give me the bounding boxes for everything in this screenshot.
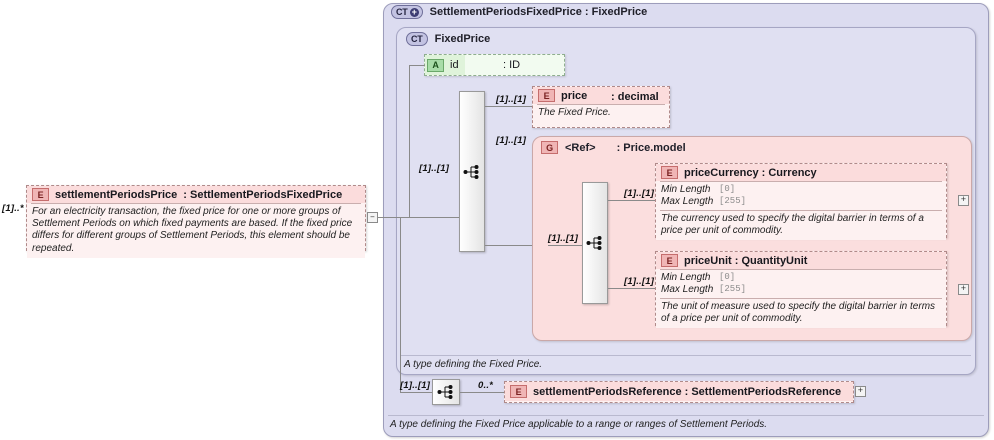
connector-seq2-to-pricecurrency: [608, 200, 656, 201]
connector-seq1-to-price: [485, 106, 533, 107]
spr-name: settlementPeriodsReference : SettlementP…: [533, 385, 842, 398]
price-currency-divider-2: [660, 209, 942, 211]
price-unit-name: priceUnit : QuantityUnit: [684, 254, 808, 267]
complex-type-inner-footer-doc: A type defining the Fixed Price.: [404, 359, 543, 370]
ref-group-header: G <Ref> : Price.model: [541, 141, 686, 154]
complex-type-outer-title: SettlementPeriodsFixedPrice : FixedPrice: [429, 6, 648, 18]
facet-value: [0]: [719, 184, 736, 194]
connector-ct-to-seq1: [400, 217, 460, 218]
root-element-box[interactable]: E settlementPeriodsPrice : SettlementPer…: [26, 185, 366, 258]
outer-footer-rule: [388, 415, 984, 416]
connector-seq3-to-spr: [460, 392, 504, 393]
facet-label: Max Length: [661, 195, 714, 207]
facet-row: Min Length [0]: [661, 184, 941, 196]
price-currency-expander[interactable]: +: [958, 195, 969, 206]
sequence1-cardinality: [1]..[1]: [419, 163, 450, 174]
plus-icon: +: [409, 6, 419, 17]
inner-footer-rule: [401, 355, 971, 356]
root-element-divider: [31, 203, 361, 204]
connector-seq1-to-refgroup: [485, 245, 533, 246]
sequence-3-compositor[interactable]: [432, 379, 460, 405]
element-icon: E: [661, 166, 678, 179]
connector-seq2-to-priceunit: [608, 288, 656, 289]
price-element-box[interactable]: E price : decimal The Fixed Price.: [532, 86, 670, 128]
price-unit-divider-2: [660, 297, 942, 299]
facet-label: Min Length: [661, 272, 711, 283]
price-unit-expander[interactable]: +: [958, 284, 969, 295]
sequence-icon: [463, 164, 479, 179]
price-element-divider: [537, 104, 665, 105]
price-currency-divider-1: [660, 181, 942, 182]
price-element-name: price: [561, 89, 588, 102]
sequence-1-compositor[interactable]: [459, 91, 485, 252]
root-element-header: E settlementPeriodsPrice : SettlementPer…: [27, 186, 365, 203]
ct-badge-label: CT: [396, 7, 408, 17]
facet-label: Min Length: [661, 184, 711, 195]
complex-type-outer-footer-doc: A type defining the Fixed Price applicab…: [390, 419, 768, 430]
connector-to-seq3: [400, 392, 432, 393]
connector-group-to-seq2: [548, 245, 582, 246]
spr-cardinality: 0..*: [478, 380, 494, 391]
root-element-type: : SettlementPeriodsFixedPrice: [183, 188, 343, 201]
price-currency-facets: Min Length [0] Max Length [255]: [656, 182, 946, 210]
root-element-documentation: For an electricity transaction, the fixe…: [27, 204, 365, 258]
connector-attr-horizontal: [409, 65, 425, 66]
facet-value: [255]: [719, 283, 747, 294]
facet-label: Max Length: [661, 283, 714, 295]
facet-row: Max Length [255]: [661, 284, 941, 296]
attribute-id-box[interactable]: A id : ID: [424, 54, 565, 76]
price-element-documentation: The Fixed Price.: [533, 105, 669, 123]
sequence-2-compositor[interactable]: [582, 182, 608, 304]
facet-row: Min Length [0]: [661, 272, 941, 284]
connector-attr-vertical: [409, 65, 410, 217]
ct-badge[interactable]: CT: [406, 32, 428, 46]
sequence3-cardinality: [1]..[1]: [400, 380, 431, 391]
price-currency-name: priceCurrency : Currency: [684, 166, 817, 179]
price-currency-header: E priceCurrency : Currency: [656, 164, 946, 181]
attribute-id-inner: A id: [425, 55, 465, 75]
root-element-cardinality: [1]..*: [2, 203, 24, 214]
complex-type-inner-title: FixedPrice: [434, 33, 491, 45]
complex-type-inner-header: CT FixedPrice: [406, 32, 490, 46]
attribute-icon: A: [427, 58, 444, 72]
sequence-icon: [586, 236, 602, 250]
sequence2-cardinality: [1]..[1]: [548, 233, 579, 244]
element-icon: E: [32, 188, 49, 201]
settlement-periods-reference-box[interactable]: E settlementPeriodsReference : Settlemen…: [504, 381, 854, 403]
sequence-icon: [437, 385, 453, 399]
ref-group-name: <Ref>: [565, 141, 596, 154]
ct-plus-badge[interactable]: CT+: [391, 5, 423, 19]
price-element-type: : decimal: [611, 91, 659, 103]
price-unit-box[interactable]: E priceUnit : QuantityUnit Min Length [0…: [655, 251, 947, 328]
price-currency-box[interactable]: E priceCurrency : Currency Min Length [0…: [655, 163, 947, 240]
price-unit-divider-1: [660, 269, 942, 270]
facet-value: [0]: [719, 272, 736, 282]
price-unit-header: E priceUnit : QuantityUnit: [656, 252, 946, 269]
root-element-name: settlementPeriodsPrice: [55, 188, 178, 201]
price-element-header: E price : decimal: [533, 87, 669, 104]
attribute-id-type: : ID: [503, 59, 521, 71]
spr-header: E settlementPeriodsReference : Settlemen…: [505, 382, 853, 401]
complex-type-outer-header: CT+ SettlementPeriodsFixedPrice : FixedP…: [391, 5, 647, 19]
refgroup-cardinality: [1]..[1]: [496, 135, 527, 146]
facet-row: Max Length [255]: [661, 196, 941, 208]
root-collapse-toggle[interactable]: –: [367, 212, 378, 223]
price-unit-documentation: The unit of measure used to specify the …: [656, 298, 946, 328]
element-icon: E: [661, 254, 678, 267]
priceunit-cardinality: [1]..[1]: [624, 276, 655, 287]
element-icon: E: [510, 385, 527, 398]
facet-value: [255]: [719, 195, 747, 206]
price-cardinality: [1]..[1]: [496, 94, 527, 105]
ref-group-type: : Price.model: [616, 141, 686, 154]
connector-outer-vertical: [400, 217, 401, 392]
price-currency-documentation: The currency used to specify the digital…: [656, 210, 946, 240]
group-icon[interactable]: G: [541, 141, 558, 154]
spr-expander[interactable]: +: [855, 386, 866, 397]
attribute-id-name: id: [450, 59, 459, 71]
pricecurrency-cardinality: [1]..[1]: [624, 188, 655, 199]
element-icon: E: [538, 89, 555, 102]
price-unit-facets: Min Length [0] Max Length [255]: [656, 270, 946, 298]
connector-root-to-ct: [378, 217, 400, 218]
